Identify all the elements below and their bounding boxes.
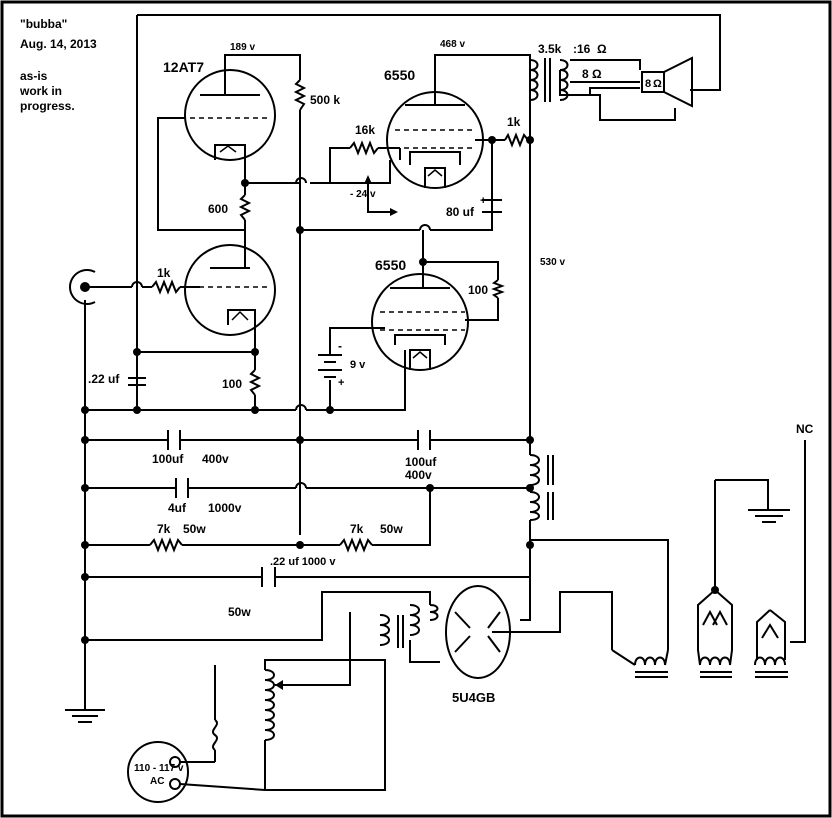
speaker-icon <box>641 56 693 108</box>
voltage-bias: - 24 v <box>350 189 376 200</box>
note-status-3: progress. <box>20 99 75 113</box>
speaker-ohm: Ω <box>653 78 662 90</box>
label-c80uf: 80 uf <box>446 205 475 219</box>
cap-plus: + <box>480 195 486 207</box>
mains-voltage: 110 - 117 v <box>134 763 184 774</box>
voltage-battery: 9 v <box>350 359 366 371</box>
label-c100uf-a: 100uf <box>152 452 184 466</box>
bias-battery <box>318 354 342 378</box>
label-r600: 600 <box>208 202 228 216</box>
resistors <box>149 79 529 553</box>
inductors <box>264 58 788 741</box>
label-r7k-a: 7k <box>157 522 171 536</box>
tube-12at7-label: 12AT7 <box>163 59 204 75</box>
label-r16k: 16k <box>355 123 375 137</box>
label-nc: NC <box>796 422 814 436</box>
note-status-1: as-is <box>20 69 48 83</box>
heater-symbols <box>697 589 786 666</box>
ot-ohm-16: Ω <box>597 42 607 56</box>
label-c4uf: 4uf <box>168 501 187 515</box>
voltage-468: 468 v <box>440 39 465 50</box>
label-r500k: 500 k <box>310 93 340 107</box>
note-status-2: work in <box>19 84 62 98</box>
label-r7k-b: 7k <box>350 522 364 536</box>
battery-minus: - <box>338 339 342 353</box>
voltage-530: 530 v <box>540 257 565 268</box>
speaker-impedance: 8 <box>645 78 651 90</box>
ot-tap-8: 8 <box>582 67 589 81</box>
tube-6550-top-label: 6550 <box>384 67 415 83</box>
labels: "bubba" Aug. 14, 2013 as-is work in prog… <box>19 17 814 787</box>
tube-6550-top <box>386 91 484 189</box>
wiring <box>84 14 806 791</box>
tube-5u4gb <box>445 585 511 679</box>
label-w50-c: 50w <box>228 605 251 619</box>
fuse-icon <box>212 719 218 751</box>
mains-plug[interactable] <box>127 741 266 803</box>
ot-tap-primary: 3.5k <box>538 42 562 56</box>
tube-5u4gb-label: 5U4GB <box>452 690 495 705</box>
label-c022uf: .22 uf <box>88 372 120 386</box>
capacitors <box>128 199 502 587</box>
voltage-189: 189 v <box>230 42 255 53</box>
label-c400v-a: 400v <box>202 452 229 466</box>
bias-arrow <box>364 175 398 216</box>
ot-tap-16: :16 <box>573 42 591 56</box>
battery-plus: + <box>338 377 344 389</box>
label-r1k-input: 1k <box>157 266 171 280</box>
label-r1k-screen: 1k <box>507 115 521 129</box>
input-jack[interactable] <box>69 269 96 305</box>
junctions <box>81 136 719 644</box>
ot-taps <box>570 59 641 95</box>
ground-symbols <box>65 509 790 723</box>
label-c1000v: 1000v <box>208 501 242 515</box>
mains-ac: AC <box>150 776 164 787</box>
tube-6550-bottom-label: 6550 <box>375 257 406 273</box>
tube-6550-bottom <box>371 273 469 371</box>
note-date: Aug. 14, 2013 <box>20 37 97 51</box>
label-r100-cathode: 100 <box>222 377 242 391</box>
label-r100-lower: 100 <box>468 283 488 297</box>
tube-12at7-top <box>184 69 276 161</box>
label-w50-a: 50w <box>183 522 206 536</box>
tube-12at7-bottom <box>184 244 276 336</box>
ot-ohm-8: Ω <box>592 67 602 81</box>
label-c400v-b: 400v <box>405 468 432 482</box>
wire-hops <box>131 177 431 489</box>
label-w50-b: 50w <box>380 522 403 536</box>
label-c022uf-1000v: .22 uf 1000 v <box>270 556 336 568</box>
note-name: "bubba" <box>20 17 67 31</box>
label-c100uf-b: 100uf <box>405 455 437 469</box>
